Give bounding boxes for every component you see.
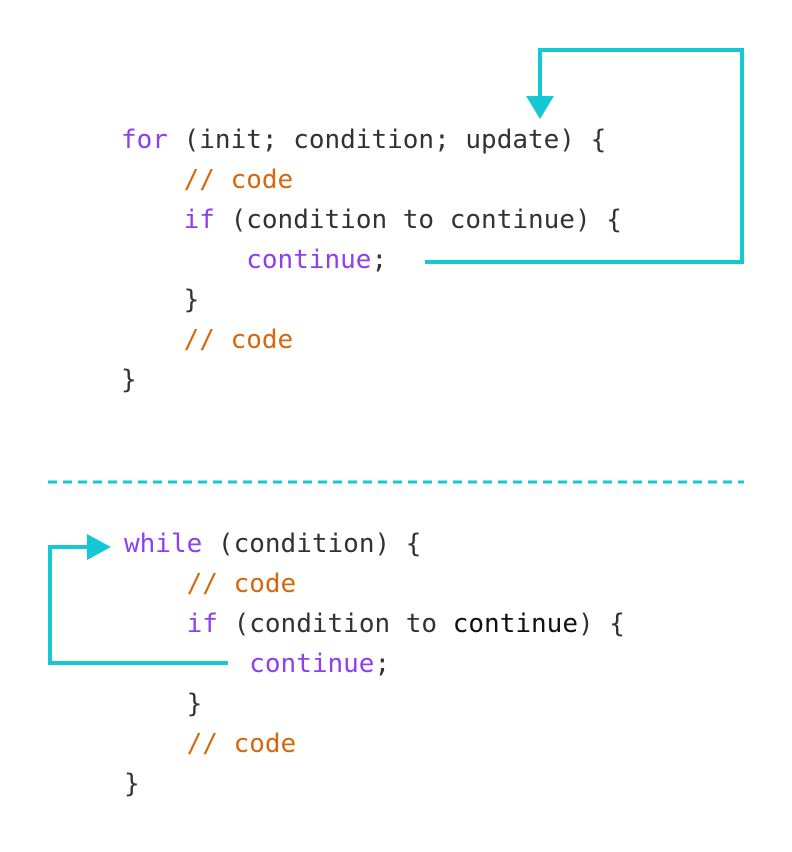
for-continue-arrow-line [425,48,744,264]
while-continue-semicolon: ; [374,649,391,679]
while-line-header: while (condition) { [124,524,625,564]
for-continue-semicolon: ; [371,245,388,275]
for-comment-2: // code [183,325,294,355]
while-line-close: } [124,764,625,804]
while-line-comment-2: // code [124,724,625,764]
while-line-continue: continue; [124,644,625,684]
for-if-keyword: if [183,205,215,235]
while-if-condition-word: continue [452,609,578,639]
while-continue-keyword: continue [249,649,375,679]
for-header-text: (init; condition; update) { [167,125,607,155]
while-if-condition-close: ) { [577,609,625,639]
while-comment-1: // code [186,569,297,599]
for-close-brace: } [121,365,137,395]
while-line-comment-1: // code [124,564,625,604]
for-loop-code: for (init; condition; update) { // code … [121,120,622,400]
for-line-comment-1: // code [121,160,622,200]
for-line-comment-2: // code [121,320,622,360]
while-comment-2: // code [186,729,297,759]
while-continue-arrowhead-icon [87,534,111,560]
while-loop-code: while (condition) { // code if (conditio… [124,524,625,804]
while-if-condition-open: (condition to [217,609,453,639]
for-close-if-brace: } [183,285,200,315]
while-keyword: while [124,529,203,559]
while-continue-arrow-line [48,545,228,665]
while-header-text: (condition) { [202,529,422,559]
for-line-if: if (condition to continue) { [121,200,622,240]
for-comment-1: // code [183,165,294,195]
while-line-close-if: } [124,684,625,724]
for-continue-keyword: continue [246,245,372,275]
for-line-close: } [121,360,622,400]
for-keyword: for [121,125,168,155]
while-close-if-brace: } [186,689,203,719]
while-close-brace: } [124,769,140,799]
while-line-if: if (condition to continue) { [124,604,625,644]
for-line-continue: continue; [121,240,622,280]
for-continue-arrowhead-icon [526,96,554,119]
for-if-condition: (condition to continue) { [214,205,622,235]
while-if-keyword: if [186,609,218,639]
for-line-close-if: } [121,280,622,320]
for-line-header: for (init; condition; update) { [121,120,622,160]
